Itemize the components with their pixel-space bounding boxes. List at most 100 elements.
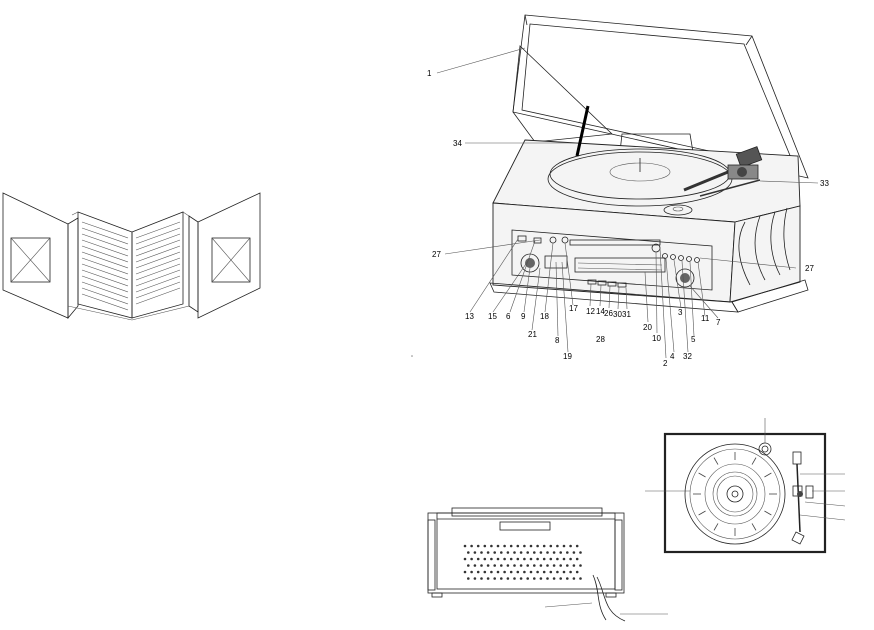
grille-dot: [575, 544, 579, 548]
manual-left-flap: [2, 192, 69, 319]
grille-dot: [490, 557, 493, 561]
grille-dot: [579, 564, 582, 567]
grille-dot: [575, 570, 579, 574]
grille-dot: [467, 577, 470, 580]
back-view-lid-edge: [451, 507, 603, 517]
grille-dot: [463, 557, 467, 561]
grille-dot: [566, 577, 569, 580]
callout-17: 17: [569, 304, 578, 313]
grille-dot: [476, 544, 480, 548]
grille-dot: [486, 564, 490, 567]
callout-20: 20: [643, 323, 652, 332]
callout-9: 9: [521, 312, 526, 321]
grille-dot: [506, 564, 510, 567]
grille-dot: [503, 544, 506, 548]
grille-dot: [463, 544, 467, 548]
tuning-knob: [675, 268, 695, 288]
strobe-tick: [713, 523, 719, 531]
volume-knob: [520, 253, 540, 273]
grille-dot: [496, 570, 500, 574]
callout-7: 7: [716, 318, 721, 327]
callout-21: 21: [528, 330, 537, 339]
grille-dot: [503, 570, 506, 574]
grille-dot: [559, 564, 562, 567]
grille-dot: [542, 557, 546, 561]
record-player-perspective-view: 1 34 33 27 27 13 15 6 9 21 18 8 19 17 12…: [427, 14, 829, 368]
callout-1: 1: [427, 69, 432, 78]
grille-dot: [536, 557, 539, 561]
grille-dot: [519, 564, 523, 567]
grille-dot: [500, 564, 503, 567]
callout-32: 32: [683, 352, 692, 361]
strobe-tick: [764, 510, 772, 516]
grille-dot: [519, 577, 523, 580]
grille-dot: [506, 577, 510, 580]
grille-dot: [476, 557, 480, 561]
grille-dot: [480, 577, 483, 580]
grille-dot: [542, 544, 546, 548]
grille-dot: [579, 551, 582, 554]
record-player-top-view: [645, 418, 846, 554]
grille-dot: [559, 551, 562, 554]
record-player-back-view: [427, 507, 668, 622]
grille-dot: [467, 551, 470, 554]
grille-dot: [486, 577, 490, 580]
strobe-tick: [751, 523, 757, 531]
callout-26: 26: [604, 309, 613, 318]
tuning-scale: [574, 257, 666, 273]
callout-6: 6: [506, 312, 511, 321]
grille-dot: [529, 570, 533, 574]
grille-dot: [556, 570, 559, 574]
grille-dot: [536, 544, 539, 548]
grille-dot: [496, 557, 500, 561]
strobe-tick: [698, 472, 706, 478]
grille-dot: [572, 577, 576, 580]
callout-15: 15: [488, 312, 497, 321]
grille-dot: [500, 577, 503, 580]
platter-strobe-marks: [693, 452, 777, 536]
manual-right-page: [131, 211, 184, 319]
callout-31: 31: [622, 310, 631, 319]
grille-dot: [556, 544, 559, 548]
callout-4: 4: [670, 352, 675, 361]
manual-right-flap: [197, 192, 261, 319]
strobe-tick: [751, 457, 757, 465]
grille-dot: [539, 551, 543, 554]
callout-8: 8: [555, 336, 560, 345]
grille-dot: [572, 551, 576, 554]
grille-dot: [556, 557, 559, 561]
lid-support-arm: [575, 105, 590, 157]
grille-dot: [533, 577, 536, 580]
callout-10: 10: [652, 334, 661, 343]
grille-dot: [562, 570, 566, 574]
grille-dot: [549, 557, 553, 561]
grille-dot: [533, 564, 536, 567]
callout-27-right: 27: [805, 264, 814, 273]
grille-dot: [470, 570, 473, 574]
grille-dot: [523, 570, 526, 574]
stray-mark: [411, 355, 413, 357]
grille-dot: [526, 551, 529, 554]
grille-dot: [566, 564, 569, 567]
grille-dot: [559, 577, 562, 580]
grille-dot: [500, 551, 503, 554]
manual-right-picture: [211, 237, 251, 283]
manual-left-picture: [10, 237, 51, 283]
callout-34: 34: [453, 139, 462, 148]
grille-dot: [516, 570, 520, 574]
grille-dot: [467, 564, 470, 567]
grille-dot: [542, 570, 546, 574]
grille-dot: [572, 564, 576, 567]
grille-dot: [539, 577, 543, 580]
grille-dot: [526, 564, 529, 567]
callout-28: 28: [596, 335, 605, 344]
grille-dot: [539, 564, 543, 567]
grille-dot: [476, 570, 480, 574]
grille-dot: [463, 570, 467, 574]
grille-dot: [546, 551, 549, 554]
callout-13: 13: [465, 312, 474, 321]
grille-dot: [493, 551, 497, 554]
grille-dot: [470, 544, 473, 548]
callout-27-left: 27: [432, 250, 441, 259]
